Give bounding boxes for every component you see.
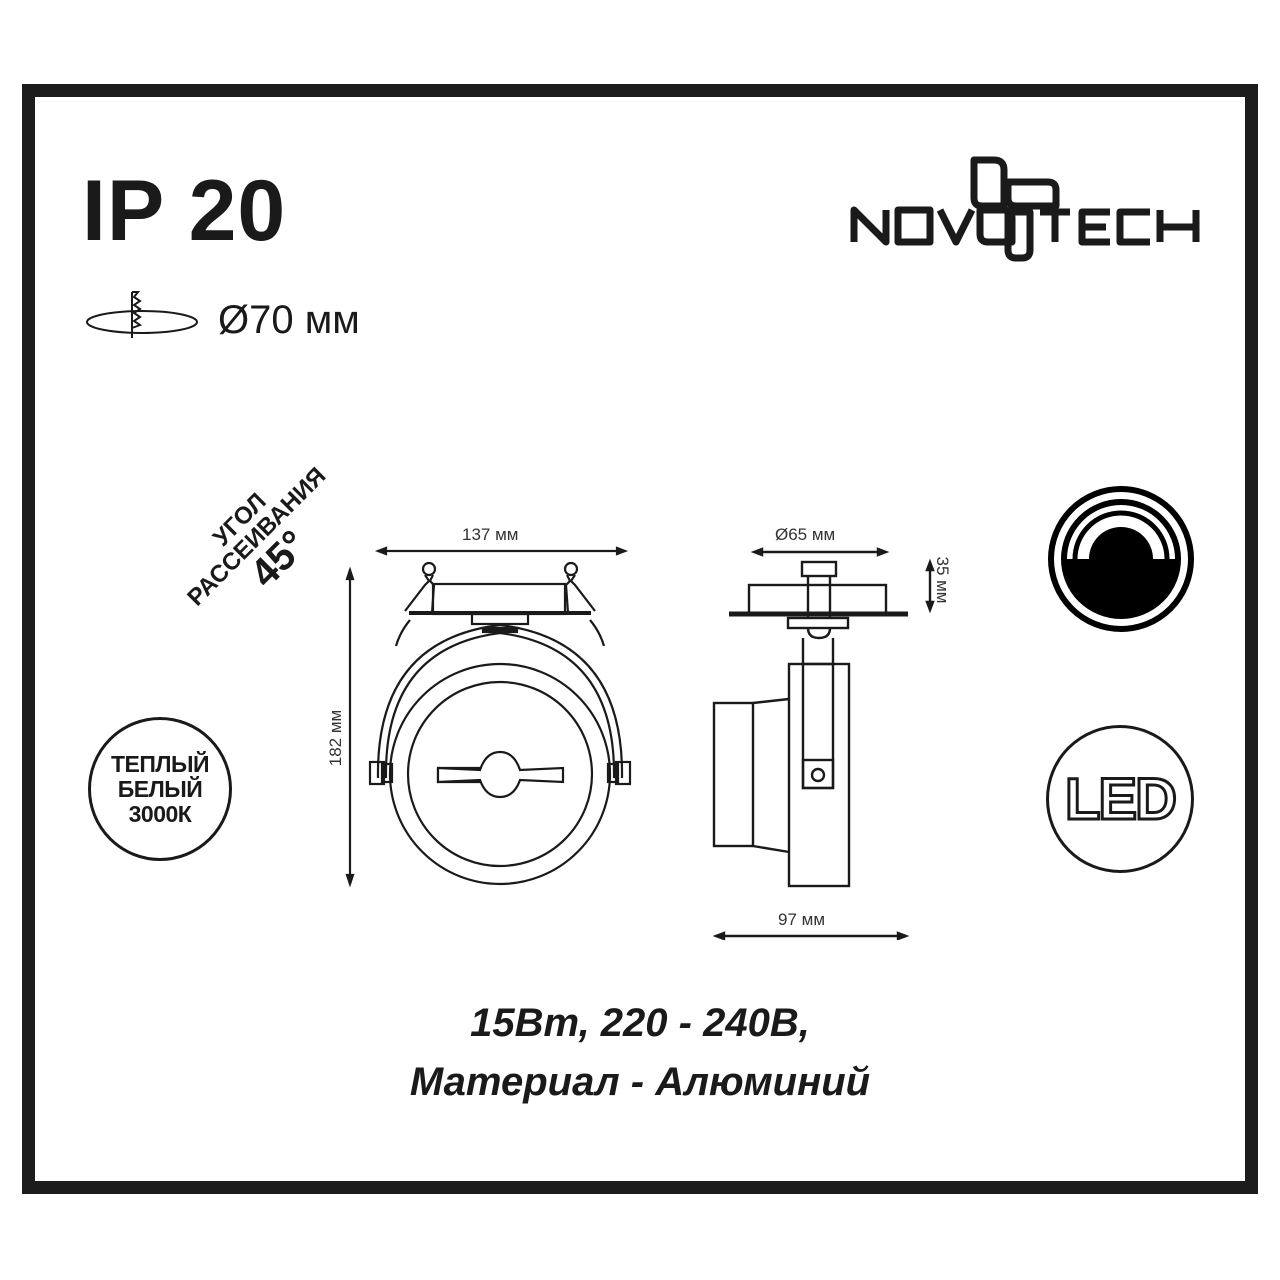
outer-frame <box>22 84 1258 1194</box>
spec-material: Материал - Алюминий <box>409 1060 871 1104</box>
led-label: LED <box>1064 765 1179 833</box>
spec-power-voltage: 15Вт, 220 - 240В, <box>470 1001 810 1045</box>
front-view-drawing <box>345 546 632 888</box>
novotech-logo-icon <box>850 156 1200 262</box>
ip-rating: IP 20 <box>82 163 287 259</box>
cutout-diameter-label: Ø70 мм <box>218 298 360 342</box>
adjustable-rotation-icon <box>1048 486 1194 632</box>
front-width-label: 137 мм <box>462 525 519 544</box>
color-temp-badge: ТЕПЛЫЙ БЕЛЫЙ 3000К <box>88 717 232 861</box>
side-view-drawing <box>712 547 935 940</box>
ceiling-cutout-saw-icon <box>86 291 198 338</box>
color-temp-line2: БЕЛЫЙ <box>117 775 203 802</box>
color-temp-line1: ТЕПЛЫЙ <box>110 750 210 777</box>
side-length-label: 97 мм <box>778 910 826 929</box>
color-temp-line3: 3000К <box>128 800 192 827</box>
led-badge: LED <box>1046 725 1194 873</box>
side-diameter-label: Ø65 мм <box>775 525 836 544</box>
